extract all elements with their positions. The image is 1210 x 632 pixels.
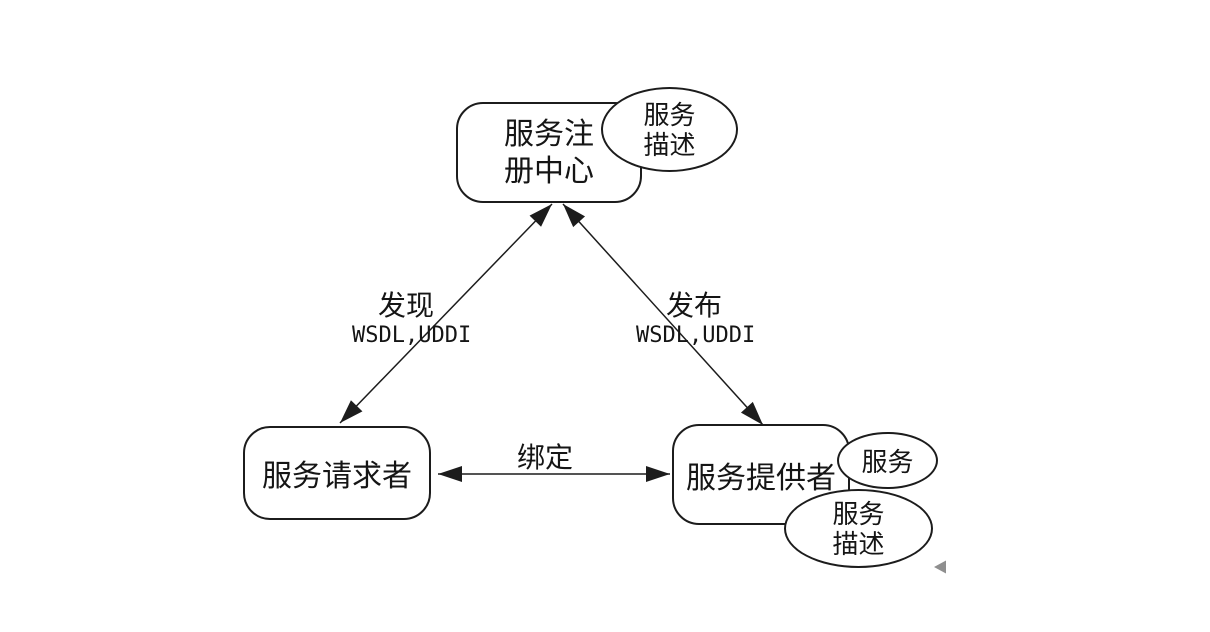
publish-edge-protocols: WSDL,UDDI [636, 323, 756, 348]
publish-edge-arrow [562, 203, 764, 426]
discover-edge-label: 发现 [378, 290, 435, 321]
node-provider-service-description: 服务描述 [784, 489, 933, 568]
discover-edge-arrow [339, 203, 553, 424]
node-registry-service-description: 服务描述 [601, 87, 738, 172]
node-provider-label: 服务提供者 [686, 461, 836, 495]
provider-service-label: 服务 [861, 447, 914, 477]
bind-edge-label: 绑定 [517, 442, 574, 473]
node-requester: 服务请求者 [243, 426, 431, 520]
discover-edge-protocols: WSDL,UDDI [352, 323, 472, 348]
cursor-arrow-icon [934, 560, 946, 574]
publish-edge-label: 发布 [666, 290, 723, 321]
provider-service-description-label: 服务描述 [832, 498, 885, 559]
node-requester-label: 服务请求者 [262, 460, 412, 493]
node-registry-label: 服务注册中心 [504, 117, 594, 188]
node-provider: 服务提供者 [672, 424, 850, 525]
registry-service-description-label: 服务描述 [643, 99, 696, 160]
node-provider-service: 服务 [837, 432, 938, 489]
